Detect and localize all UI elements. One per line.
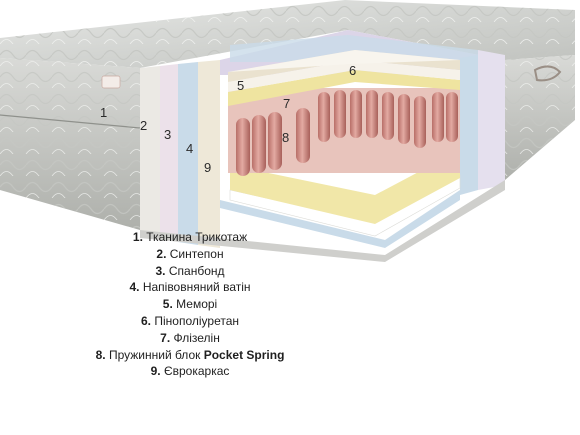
legend-number: 7 xyxy=(160,330,167,345)
legend-text: Пінополіуретан xyxy=(154,313,240,328)
legend-item: 6. Пінополіуретан xyxy=(140,313,240,328)
legend-item: 5. Меморі xyxy=(162,297,218,312)
layer-tag-2: 2 xyxy=(140,118,148,133)
mattress-front-side xyxy=(0,58,141,230)
layer-tag-8: 8 xyxy=(282,130,290,145)
legend-text: Меморі xyxy=(176,297,218,312)
legend-text: Флізелін xyxy=(173,330,220,345)
legend-number: 4 xyxy=(129,280,137,295)
brand-label xyxy=(101,75,121,89)
legend-text: Єврокаркас xyxy=(163,364,230,379)
legend-text: Синтепон xyxy=(169,246,224,261)
legend-number: 1 xyxy=(132,230,140,244)
comfort-layers xyxy=(228,50,460,106)
layer-tag-9: 9 xyxy=(204,160,212,175)
legend-number: 3 xyxy=(155,263,163,278)
legend-number: 9 xyxy=(150,364,158,379)
base-layers xyxy=(140,150,505,262)
legend-number: 6 xyxy=(140,313,148,328)
legend-text: Напівовняний ватін xyxy=(142,280,251,295)
handle xyxy=(533,65,562,82)
layer-tag-4: 4 xyxy=(186,141,194,156)
legend-item: 4. Напівовняний ватін xyxy=(129,280,251,295)
legend-item: 9. Єврокаркас xyxy=(150,364,230,379)
layer-tag-7: 7 xyxy=(283,96,291,111)
mattress-right-side xyxy=(505,55,575,180)
legend-item: 2. Синтепон xyxy=(156,246,224,261)
mattress-top-surface xyxy=(0,0,575,68)
layer-tag-5: 5 xyxy=(237,78,245,93)
legend-text: Тканина Трикотаж xyxy=(146,230,248,244)
layer-legend: 1. Тканина Трикотаж 2. Синтепон 3. Спанб… xyxy=(0,229,380,380)
legend-text: Спанбонд xyxy=(168,263,225,278)
legend-number: 8 xyxy=(95,347,103,362)
layer-tag-6: 6 xyxy=(349,63,357,78)
legend-item: 3. Спанбонд xyxy=(155,263,225,278)
legend-item: 1. Тканина Трикотаж xyxy=(132,230,248,244)
legend-number: 5 xyxy=(162,297,170,312)
layer-tag-3: 3 xyxy=(164,127,172,142)
legend-text: Пружинний блок xyxy=(108,347,204,362)
legend-item: 8. Пружинний блок Pocket Spring xyxy=(95,347,285,362)
layer-tag-1: 1 xyxy=(100,105,108,120)
layer-cut-left xyxy=(140,60,220,248)
pocket-spring-block xyxy=(228,88,460,176)
legend-bold-text: Pocket Spring xyxy=(203,347,285,362)
legend-item: 7. Флізелін xyxy=(160,330,220,345)
legend-number: 2 xyxy=(156,246,164,261)
